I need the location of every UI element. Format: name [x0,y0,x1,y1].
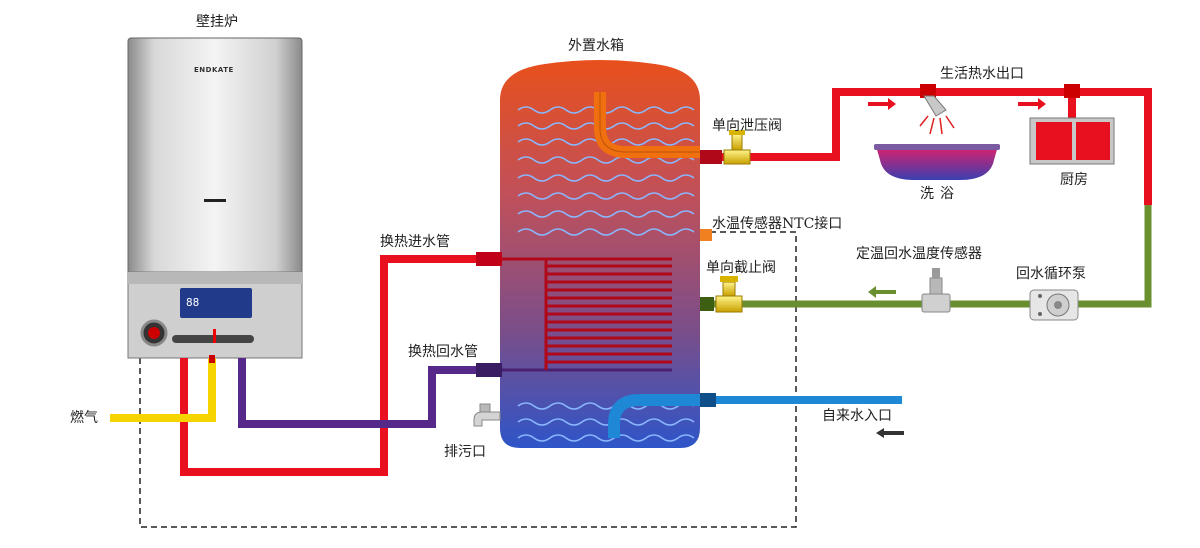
flow-arrow-icon [868,98,1046,110]
heat-exchanger-coil [500,257,672,372]
label-boiler: 壁挂炉 [196,14,238,30]
label-check-valve: 单向截止阀 [706,260,776,276]
label-hot-outlet: 生活热水出口 [940,66,1024,82]
cold-dip-tube [608,394,700,438]
label-drain: 排污口 [444,444,486,460]
label-heat-in: 换热进水管 [380,234,450,250]
flow-arrow-icon [876,428,904,438]
label-gas: 燃气 [70,410,98,426]
flow-arrow-icon [868,286,896,298]
faucet-icon [473,403,501,427]
fitting-heat-return [476,363,502,377]
label-tank: 外置水箱 [568,38,624,54]
hot-water-waves [517,106,695,442]
label-kitchen: 厨房 [1060,172,1088,188]
label-heat-return: 换热回水管 [408,344,478,360]
bath-basin [874,144,1000,180]
pump-icon [1029,289,1079,321]
shower-head-icon [919,84,955,135]
kitchen-tee [1064,84,1080,98]
sensor-wire [139,231,797,528]
label-bath: 洗浴 [920,186,960,202]
label-tap-inlet: 自来水入口 [822,408,892,424]
boiler-display: 88 [186,296,200,309]
label-temp-sensor: 定温回水温度传感器 [856,246,982,262]
temp-sensor-icon [921,268,951,313]
wall-boiler [127,37,303,359]
boiler-supply-pipe [180,255,500,476]
heat-return-pipe [238,358,500,428]
return-pipe [700,205,1152,308]
kitchen-sink [1029,117,1115,165]
hot-outlet-pipe [700,88,1152,205]
boiler-brand: ENDKATE [194,66,234,74]
ntc-port [700,229,712,241]
relief-valve-icon [723,130,751,165]
check-valve-icon [715,276,743,313]
fitting-heat-in [476,252,502,266]
label-relief-valve: 单向泄压阀 [712,118,782,134]
gas-pipe [110,358,216,422]
external-tank [500,60,700,448]
label-pump: 回水循环泵 [1016,266,1086,282]
label-ntc-port: 水温传感器NTC接口 [712,216,843,232]
